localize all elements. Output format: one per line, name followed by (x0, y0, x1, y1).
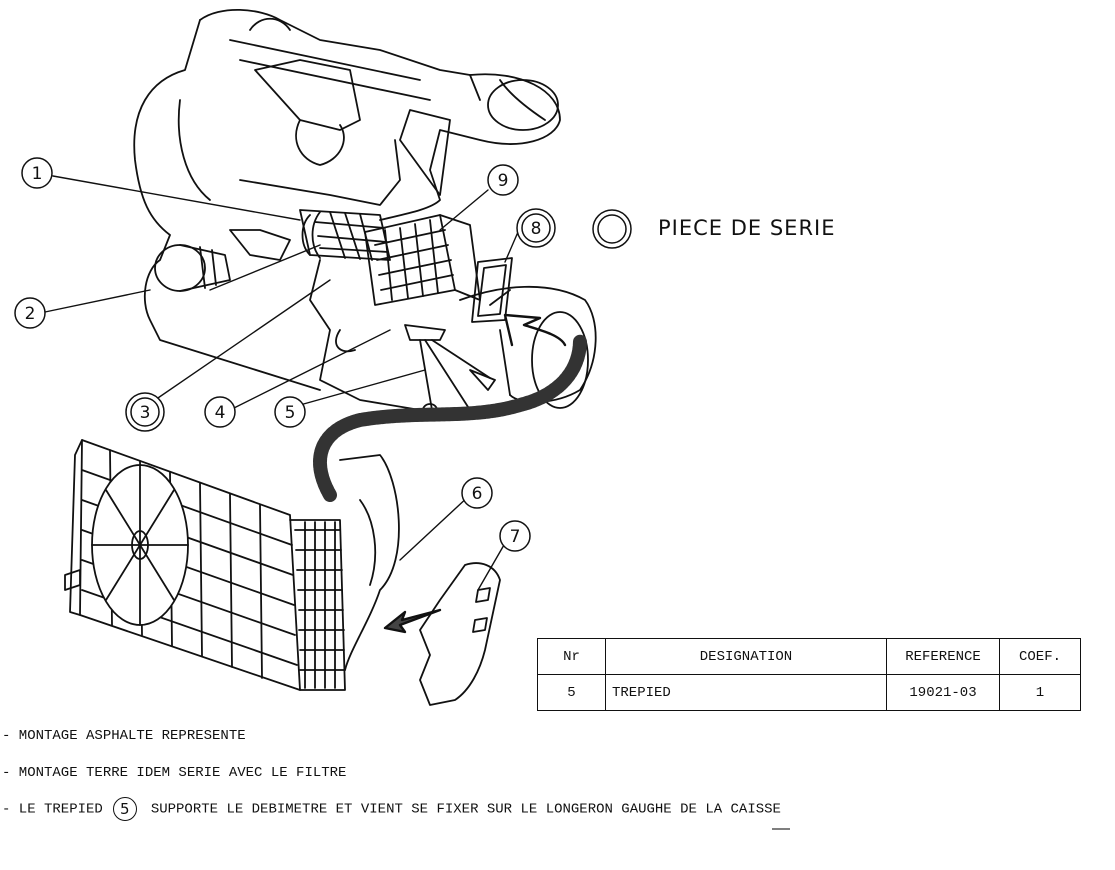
svg-text:2: 2 (25, 304, 36, 324)
callout-6: 6 (461, 477, 493, 509)
svg-text:1: 1 (32, 164, 43, 184)
header-nr: Nr (537, 638, 606, 675)
callout-2: 2 (14, 297, 46, 329)
note-line-2: - MONTAGE TERRE IDEM SERIE AVEC LE FILTR… (2, 765, 347, 781)
note-line-3-suffix: SUPPORTE LE DEBIMETRE ET VIENT SE FIXER … (150, 801, 781, 818)
svg-text:7: 7 (510, 527, 521, 547)
air-hose (313, 333, 587, 502)
svg-text:8: 8 (531, 219, 542, 239)
callout-9: 9 (487, 164, 519, 196)
note-callout-5: 5 (112, 797, 137, 821)
note-line-3: - LE TREPIED 5 SUPPORTE LE DEBIMETRE ET VI… (2, 797, 781, 821)
header-reference: REFERENCE (886, 638, 1000, 675)
cell-designation: TREPIED (605, 674, 887, 711)
flow-arrow-up (503, 313, 567, 347)
engine-block (133, 8, 561, 391)
filter-box (364, 214, 481, 306)
legend-double-circle-icon (592, 209, 632, 249)
header-coef: COEF. (999, 638, 1081, 675)
cell-coef: 1 (999, 674, 1081, 711)
cell-nr: 5 (537, 674, 606, 711)
callout-5: 5 (274, 396, 306, 428)
inlet-duct (339, 454, 400, 671)
filter-canister (154, 244, 231, 292)
table-header-row: Nr DESIGNATION REFERENCE COEF. (537, 638, 1081, 675)
note-line-1: - MONTAGE ASPHALTE REPRESENTE (2, 728, 246, 744)
leader-lines (44, 175, 519, 591)
header-designation: DESIGNATION (605, 638, 887, 675)
radiator (64, 439, 346, 691)
cell-reference: 19021-03 (886, 674, 1000, 711)
svg-text:3: 3 (140, 403, 151, 423)
tripod (404, 324, 496, 417)
callout-1: 1 (21, 157, 53, 189)
svg-text:4: 4 (215, 403, 226, 423)
duct-bracket (419, 562, 501, 706)
flow-arrow-left (383, 608, 442, 634)
airflow-meter (299, 209, 391, 261)
callout-4: 4 (204, 396, 236, 428)
callout-8: 8 (516, 208, 556, 248)
callout-7: 7 (499, 520, 531, 552)
table-row: 5 TREPIED 19021-03 1 (537, 674, 1081, 711)
svg-text:6: 6 (472, 484, 483, 504)
callout-3: 3 (125, 392, 165, 432)
svg-text:5: 5 (285, 403, 296, 423)
note-line-3-prefix: - LE TREPIED (2, 801, 103, 818)
legend-label: PIECE DE SERIE (658, 216, 836, 240)
parts-table: Nr DESIGNATION REFERENCE COEF. 5 TREPIED… (537, 638, 1081, 711)
svg-text:9: 9 (498, 171, 509, 191)
